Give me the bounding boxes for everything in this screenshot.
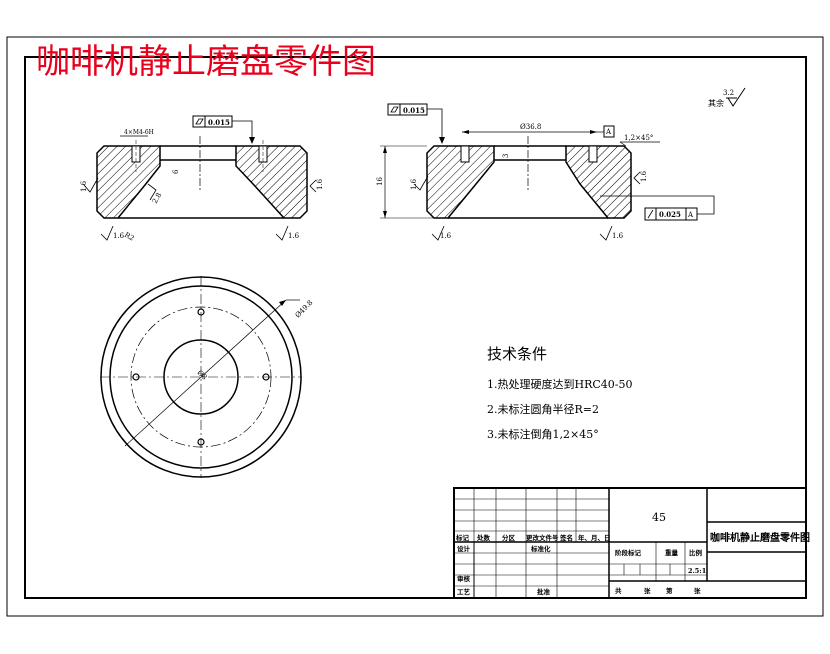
- notes-heading: 技术条件: [487, 345, 547, 363]
- drawing-title: 咖啡机静止磨盘零件图: [36, 42, 376, 82]
- sheet-no-label: 第: [666, 586, 673, 595]
- standardize-label: 标准化: [530, 544, 551, 553]
- design-label: 设计: [457, 544, 471, 553]
- total-label: 共: [615, 586, 622, 595]
- left-r2: R2: [123, 231, 135, 243]
- height-dimension: 16: [376, 177, 384, 186]
- notes-line-2: 2.未标注圆角半径R=2: [487, 402, 599, 416]
- runout-frame: 0.025 A: [600, 195, 715, 221]
- left-flatness-frame: 0.015: [192, 115, 255, 144]
- center-diameter: Ø8: [196, 369, 209, 382]
- left-section-view: 4×M4-6H 0.015 6 1.6 1.6 2.8 1.6 R2 1.6: [80, 115, 324, 243]
- weight-label: 重量: [665, 548, 679, 557]
- right-flatness-value: 0.015: [403, 106, 425, 115]
- title-block-text: 45 咖啡机静止磨盘零件图 标记 处数 分区 更改文件号 签名 年、月、日 设计…: [455, 511, 810, 596]
- header-count: 处数: [476, 533, 491, 542]
- roughness-other-label: 其余: [708, 98, 724, 108]
- header-date: 年、月、日: [578, 533, 611, 542]
- left-roughness-bottom-left: 1.6: [113, 232, 125, 240]
- material: 45: [652, 511, 666, 524]
- outer-frame: [6, 36, 824, 617]
- runout-datum: A: [687, 211, 694, 219]
- right-roughness-left: 1.6: [410, 178, 418, 190]
- depth-dimension: 3: [502, 154, 510, 158]
- thread-dimension: 4×M4-6H: [124, 129, 154, 136]
- left-side-dim: 2.8: [151, 191, 163, 205]
- header-change-doc: 更改文件号: [526, 533, 559, 542]
- title-block: [453, 487, 807, 599]
- process-label: 工艺: [457, 587, 471, 596]
- right-roughness-bottom-right: 1.6: [612, 232, 624, 240]
- chamfer-dimension: 1,2×45°: [624, 134, 653, 142]
- title-block-part-name: 咖啡机静止磨盘零件图: [710, 531, 810, 544]
- inner-frame: [24, 56, 807, 599]
- stage-mark-label: 阶段标记: [615, 548, 642, 557]
- roughness-other-value: 3.2: [723, 89, 734, 97]
- runout-value: 0.025: [659, 210, 681, 219]
- technical-notes: 技术条件 1.热处理硬度达到HRC40-50 2.未标注圆角半径R=2 3.未标…: [487, 345, 633, 441]
- right-roughness-bottom-left: 1.6: [440, 232, 452, 240]
- sheet-unit-label: 张: [694, 586, 701, 595]
- notes-line-3: 3.未标注倒角1,2×45°: [487, 427, 599, 441]
- header-mark: 标记: [455, 533, 470, 542]
- left-roughness-left: 1.6: [80, 180, 88, 192]
- review-label: 审核: [457, 574, 471, 583]
- bore-dimension: Ø36.8: [520, 123, 541, 131]
- approve-label: 批准: [537, 587, 551, 596]
- notes-line-1: 1.热处理硬度达到HRC40-50: [487, 377, 633, 391]
- header-zone: 分区: [502, 533, 516, 542]
- right-roughness-right: 1.6: [640, 170, 648, 182]
- plan-view: Ø49.8 Ø8: [100, 276, 314, 478]
- sheets-label: 张: [644, 586, 651, 595]
- header-sign: 签名: [559, 533, 573, 542]
- datum-label-top: A: [605, 128, 612, 136]
- left-roughness-right: 1.6: [316, 178, 324, 190]
- scale-value: 2.5:1: [688, 567, 706, 575]
- left-flatness-value: 0.015: [208, 118, 230, 127]
- left-roughness-bottom-right: 1.6: [288, 232, 300, 240]
- roughness-other: 其余 3.2: [708, 87, 746, 108]
- right-section-view: Ø36.8 A 1,2×45° 0.015 3 16 1.6 1.6: [376, 103, 715, 241]
- outer-diameter: Ø49.8: [294, 299, 315, 320]
- left-dim-6: 6: [172, 169, 180, 174]
- right-flatness-frame: 0.015: [387, 103, 445, 144]
- scale-label: 比例: [689, 548, 703, 557]
